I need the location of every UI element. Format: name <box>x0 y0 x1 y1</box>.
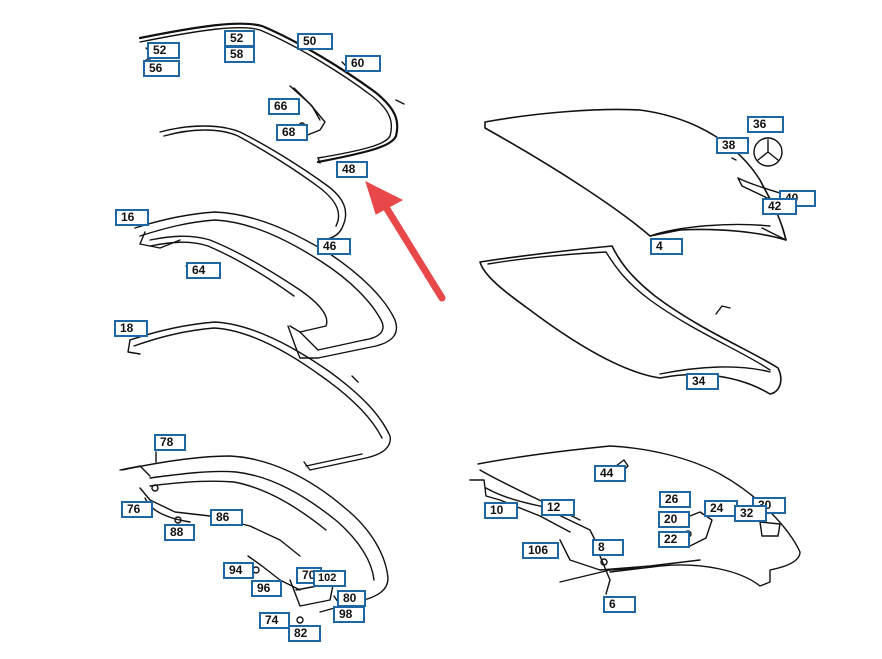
part-label: 16 <box>115 209 149 226</box>
part-label: 58 <box>224 46 255 63</box>
part-label: 8 <box>592 539 624 556</box>
part-label: 96 <box>251 580 282 597</box>
part-label: 64 <box>186 262 221 279</box>
part-label: 4 <box>650 238 683 255</box>
part-label: 48 <box>336 161 368 178</box>
part-label: 80 <box>337 590 366 607</box>
part-label: 46 <box>317 238 351 255</box>
part-label: 60 <box>345 55 381 72</box>
part-label: 42 <box>762 198 797 215</box>
part-label: 68 <box>276 124 308 141</box>
part-label: 6 <box>603 596 636 613</box>
part-label: 24 <box>704 500 738 517</box>
part-label: 34 <box>686 373 719 390</box>
red-pointer-arrow <box>365 181 446 302</box>
part-label: 50 <box>297 33 333 50</box>
part-label: 76 <box>121 501 153 518</box>
part-label: 94 <box>223 562 254 579</box>
part-label: 32 <box>734 505 767 522</box>
part-label: 86 <box>210 509 243 526</box>
part-label: 106 <box>522 542 559 559</box>
part-label: 66 <box>268 98 300 115</box>
part-46-drawing <box>159 125 347 241</box>
part-label: 10 <box>484 502 518 519</box>
part-label: 102 <box>313 570 346 587</box>
part-50-drawing <box>138 22 399 164</box>
part-label: 88 <box>164 524 195 541</box>
part-label: 74 <box>259 612 290 629</box>
part-label: 82 <box>288 625 321 642</box>
part-label: 52 <box>224 30 255 47</box>
part-label: 20 <box>658 511 690 528</box>
part-36-emblem-drawing <box>753 137 783 167</box>
part-18-drawing <box>127 321 391 471</box>
hardware-fasteners-drawing <box>145 35 737 463</box>
part-label: 98 <box>333 606 365 623</box>
part-label: 26 <box>659 491 691 508</box>
part-34-drawing <box>479 245 782 395</box>
part-16-drawing <box>134 211 398 359</box>
part-label: 38 <box>716 137 749 154</box>
part-label: 78 <box>154 434 186 451</box>
part-label: 12 <box>541 499 575 516</box>
part-4-drawing <box>484 108 787 241</box>
part-label: 36 <box>747 116 784 133</box>
part-label: 52 <box>147 42 180 59</box>
part-label: 22 <box>658 531 690 548</box>
part-label: 18 <box>114 320 148 337</box>
part-label: 56 <box>143 60 180 77</box>
part-label: 44 <box>594 465 626 482</box>
